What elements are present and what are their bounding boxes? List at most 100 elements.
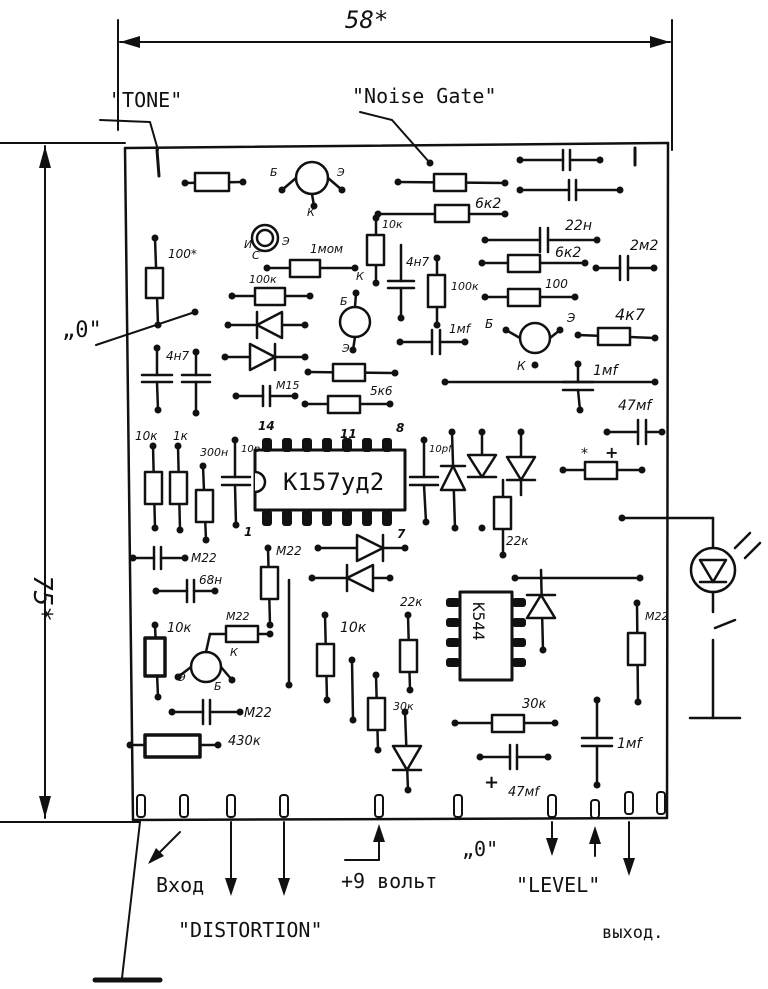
resistor-10k-top [365,216,386,285]
resistor-30k-a [366,673,387,752]
top-pins [155,146,637,178]
resistor-m22-a [259,546,280,627]
dimension-height [0,142,141,823]
val-c10p-b: 10рf [429,444,453,455]
ic-pin-11: 11 [340,427,357,441]
resistor-6k2-mid [480,253,587,274]
val-plus-bottom: + [484,772,499,793]
t-top-b: Б [270,166,278,179]
label-zero-bottom: „0" [462,837,498,861]
val-r6k2-mid: 6к2 [555,245,581,261]
ic-pin-14: 14 [258,419,275,433]
t-top-k: К [307,206,316,219]
resistor-10k-left [143,444,164,530]
t-mid-k: К [356,270,365,283]
val-c47m-bot: 47мf [508,785,541,800]
capacitor-top-right-1 [518,148,602,172]
label-power: +9 вольт [341,869,437,893]
val-c1m-bot: 1мf [617,736,643,752]
capacitor-22n [483,226,599,254]
t-right-e: Э [566,311,576,325]
val-r1m: 1мом [310,242,343,256]
val-cm22-bot: М22 [244,706,272,721]
dimension-width-label: 58* [345,6,388,34]
diode-left-1 [226,310,307,340]
resistor-22k-low [398,613,419,692]
diode-right-2 [466,430,498,479]
val-plus-right: + [605,443,618,462]
val-c1m-right: 1мf [593,363,619,379]
diode-below-2 [310,563,392,593]
t-top-e: Э [336,166,345,179]
val-r6k2-top: 6к2 [475,196,501,212]
capacitor-4n7-top [386,243,416,320]
dimension-width [117,19,673,151]
capacitor-47mf-right [605,418,664,446]
capacitor-4n7-left-b [180,350,212,415]
val-r22k-right: 22к [506,534,529,548]
capacitor-10pf [408,438,440,524]
resistor-6k2-top [376,203,507,224]
label-input: Вход [156,873,204,897]
val-r100: 100 [545,277,568,291]
resistor-noise-gate [396,172,507,193]
capacitor-1mf-mid [398,328,467,356]
component-value-labels: 100* 100к 1мом 10к 4н7 100к 6к2 22н 6к2 … [135,196,669,800]
diode-k544 [513,568,642,652]
val-c4n7-top: 4н7 [406,255,429,269]
val-r100s: 100* [168,247,197,261]
t-low-k: К [230,646,239,659]
dimension-height-label: 75* [27,575,57,622]
resistor-5k6-b [303,394,392,415]
val-c22n: 22н [565,218,592,234]
val-rm22-b: М22 [226,610,250,623]
led [620,516,762,720]
diode-bottom [391,710,423,792]
label-noise-gate: "Noise Gate" [352,84,497,108]
val-r100k-b: 100к [451,280,479,293]
trace-short [350,658,355,722]
label-distortion: "DISTORTION" [178,918,323,942]
label-tone: "TONE" [110,88,182,112]
fet-c: С [252,249,260,262]
resistor-5k6-a [306,362,397,383]
diode-left-2 [223,342,307,372]
ic-small [446,590,526,682]
capacitor-m15 [234,384,297,408]
resistor-22k-right [492,478,513,557]
resistor-m22-right [626,601,647,704]
t-low-b: Б [214,680,222,693]
val-star: * [581,446,588,462]
val-r5k6: 5к6 [370,384,393,398]
capacitor-300n [220,438,252,527]
resistor-1k [168,444,189,532]
diode-below-1 [316,533,407,563]
val-r10k-left: 10к [135,429,158,443]
board-outline [123,141,670,822]
t-mid-b: Б [340,295,348,308]
resistor-100star [144,236,165,327]
val-c1m-mid: 1мf [449,322,472,336]
val-c47m-right: 47мf [618,398,653,414]
resistor-100k-b [426,256,447,327]
fet [250,223,280,253]
capacitor-m22 [131,545,187,571]
resistor-vertical-ic [194,464,215,542]
ic-pin-8: 8 [396,421,404,435]
val-c68n: 68н [199,573,222,587]
capacitor-4n7-left-a [140,346,174,412]
bottom-pads [136,791,666,819]
t-mid-e: Э [341,342,350,355]
zero-left-leader [95,311,196,346]
solder-dots [126,156,666,794]
ic-main-label: К157уд2 [283,468,384,496]
val-r1k: 1к [173,429,189,443]
diode-right-1 [439,430,467,530]
fet-e: Э [281,235,290,248]
tone-leader [99,119,159,151]
val-c300n: 300н [200,446,228,459]
diode-right-3 [505,430,537,497]
capacitor-47mf-bottom [478,743,550,771]
